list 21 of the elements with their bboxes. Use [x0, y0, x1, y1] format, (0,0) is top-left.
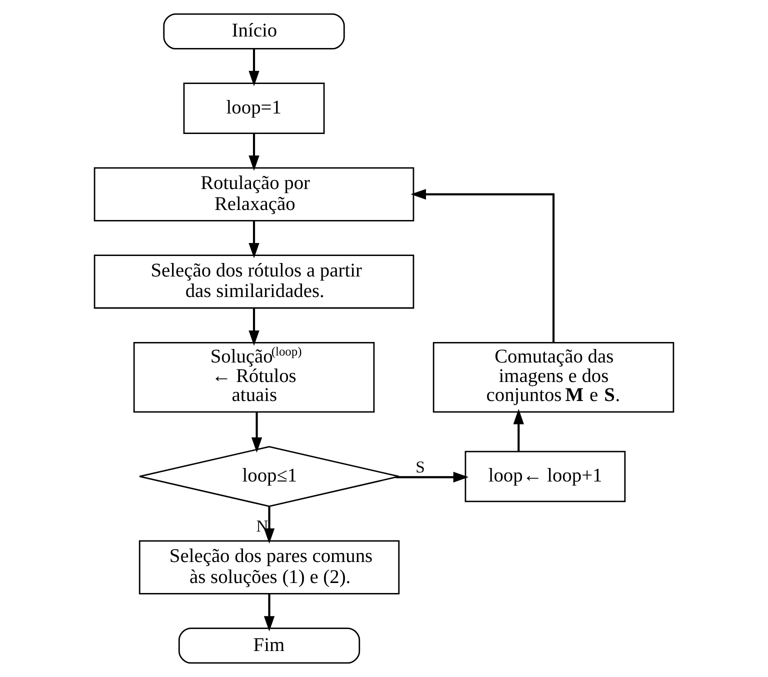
node-box: loop=1 [183, 82, 325, 134]
arrow [248, 220, 260, 258]
node-diamond: loop≤1 [138, 446, 400, 507]
node-box: Seleção dos pares comuns às soluções (1) e (2). [138, 540, 400, 594]
node-box: Solução$^{(loop)}$ ← Rótulos atuais [133, 342, 375, 413]
node-box: Comutação das imagens e dos conjuntos M e S. [432, 342, 674, 413]
arrow [251, 412, 262, 453]
arrow [264, 594, 275, 632]
edge-label: S [416, 457, 425, 476]
node-box: Início [163, 13, 345, 50]
node-box: Seleção dos rótulos a partir das similaridades. [94, 254, 414, 309]
arrow [248, 308, 260, 346]
node-box: Fim [178, 628, 360, 664]
node-box: Rotulação por Relaxação [94, 167, 414, 222]
node-box: loop← loop+1 [464, 450, 626, 502]
arrow [248, 134, 260, 171]
arrow [513, 408, 524, 452]
arrow [410, 188, 555, 342]
arrow [396, 472, 469, 483]
arrow [248, 48, 260, 86]
arrow [264, 506, 275, 544]
